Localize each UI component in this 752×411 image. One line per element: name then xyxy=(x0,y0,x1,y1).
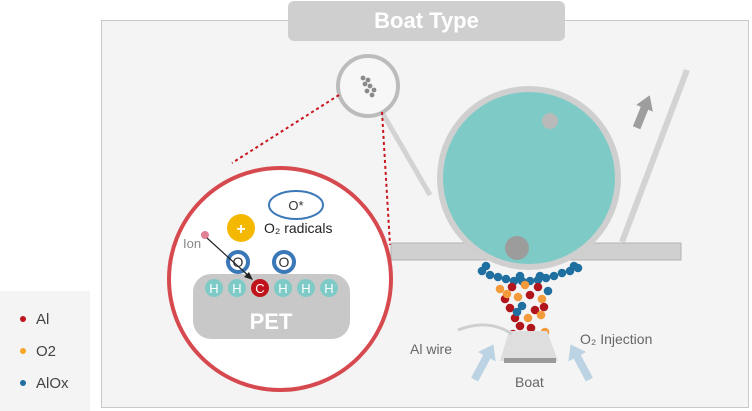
legend-item-alox: AlOx xyxy=(20,375,69,392)
boat-base xyxy=(504,358,556,363)
o2-radicals-label: O₂ radicals xyxy=(264,220,332,236)
boat-crucible xyxy=(500,331,558,361)
legend-item-o2: O2 xyxy=(20,343,56,360)
particle xyxy=(513,292,523,302)
particle xyxy=(507,282,517,292)
particle-cluster xyxy=(360,75,377,98)
particle xyxy=(536,310,546,320)
zoom-guide-left xyxy=(231,94,340,164)
particle xyxy=(533,282,543,292)
o-star-label: O* xyxy=(288,198,303,213)
o-star-radical xyxy=(268,190,324,220)
o2-injection-arrow-left-icon xyxy=(471,344,496,382)
particle xyxy=(539,302,549,312)
particle xyxy=(493,272,503,282)
particle xyxy=(505,303,515,313)
legend-item-al: Al xyxy=(20,311,49,328)
particle xyxy=(535,271,545,281)
polymer-chain: H H C H H H xyxy=(205,279,338,297)
zoom-guide-right xyxy=(381,111,391,246)
particle xyxy=(569,261,579,271)
legend-dot-o2 xyxy=(20,348,26,355)
particle xyxy=(515,271,525,281)
drum-roller-large xyxy=(505,236,529,260)
plus-charge-icon xyxy=(227,214,255,242)
particle xyxy=(537,294,547,304)
ion-path-line xyxy=(206,237,252,279)
particle xyxy=(481,261,491,271)
pet-label: PET xyxy=(250,309,293,334)
particle xyxy=(502,289,512,299)
diagram-title: Boat Type xyxy=(288,1,565,41)
legend: Al O2 AlOx xyxy=(0,291,90,411)
particle xyxy=(501,274,511,284)
coating-drum xyxy=(443,92,615,264)
left-guide-rail xyxy=(373,100,433,197)
svg-text:O: O xyxy=(233,254,244,270)
ion-dot xyxy=(201,231,209,239)
svg-text:H: H xyxy=(278,281,287,296)
o2-injection-arrow-right-icon xyxy=(568,344,593,382)
particle xyxy=(549,271,559,281)
o2-injection-label: O₂ Injection xyxy=(580,331,652,347)
chain-atom-4: H xyxy=(274,279,292,297)
particle xyxy=(517,301,527,311)
svg-text:H: H xyxy=(232,281,241,296)
oxygen-atom-right: O xyxy=(272,250,296,274)
legend-dot-alox xyxy=(20,380,26,387)
chain-atom-1: H xyxy=(205,279,223,297)
chain-atom-6: H xyxy=(320,279,338,297)
svg-text:C: C xyxy=(255,281,264,296)
chain-atom-2: H xyxy=(228,279,246,297)
svg-text:O: O xyxy=(279,254,290,270)
particle xyxy=(525,290,535,300)
al-wire-label: Al wire xyxy=(410,341,452,357)
particle xyxy=(495,284,505,294)
particle xyxy=(523,313,533,323)
particle xyxy=(485,270,495,280)
legend-dot-al xyxy=(20,316,26,323)
right-guide-rail xyxy=(619,68,690,244)
particle xyxy=(530,305,540,315)
particle xyxy=(512,307,522,317)
boat-label: Boat xyxy=(515,374,544,390)
ion-label: Ion xyxy=(183,236,201,251)
al-wire-feed xyxy=(457,323,513,336)
plus-sign: + xyxy=(236,221,245,238)
drum-roller-small xyxy=(542,113,558,129)
svg-text:H: H xyxy=(209,281,218,296)
film-direction-arrow-icon xyxy=(632,95,653,130)
chain-atom-5: H xyxy=(297,279,315,297)
particle xyxy=(515,321,525,331)
chain-atom-3: C xyxy=(251,279,269,297)
particle xyxy=(526,323,536,333)
svg-text:H: H xyxy=(324,281,333,296)
particle xyxy=(520,280,530,290)
particle xyxy=(543,286,553,296)
ion-arrowhead-icon xyxy=(244,272,253,280)
oxygen-atom-left: O xyxy=(226,250,250,274)
particle xyxy=(557,268,567,278)
svg-text:H: H xyxy=(301,281,310,296)
